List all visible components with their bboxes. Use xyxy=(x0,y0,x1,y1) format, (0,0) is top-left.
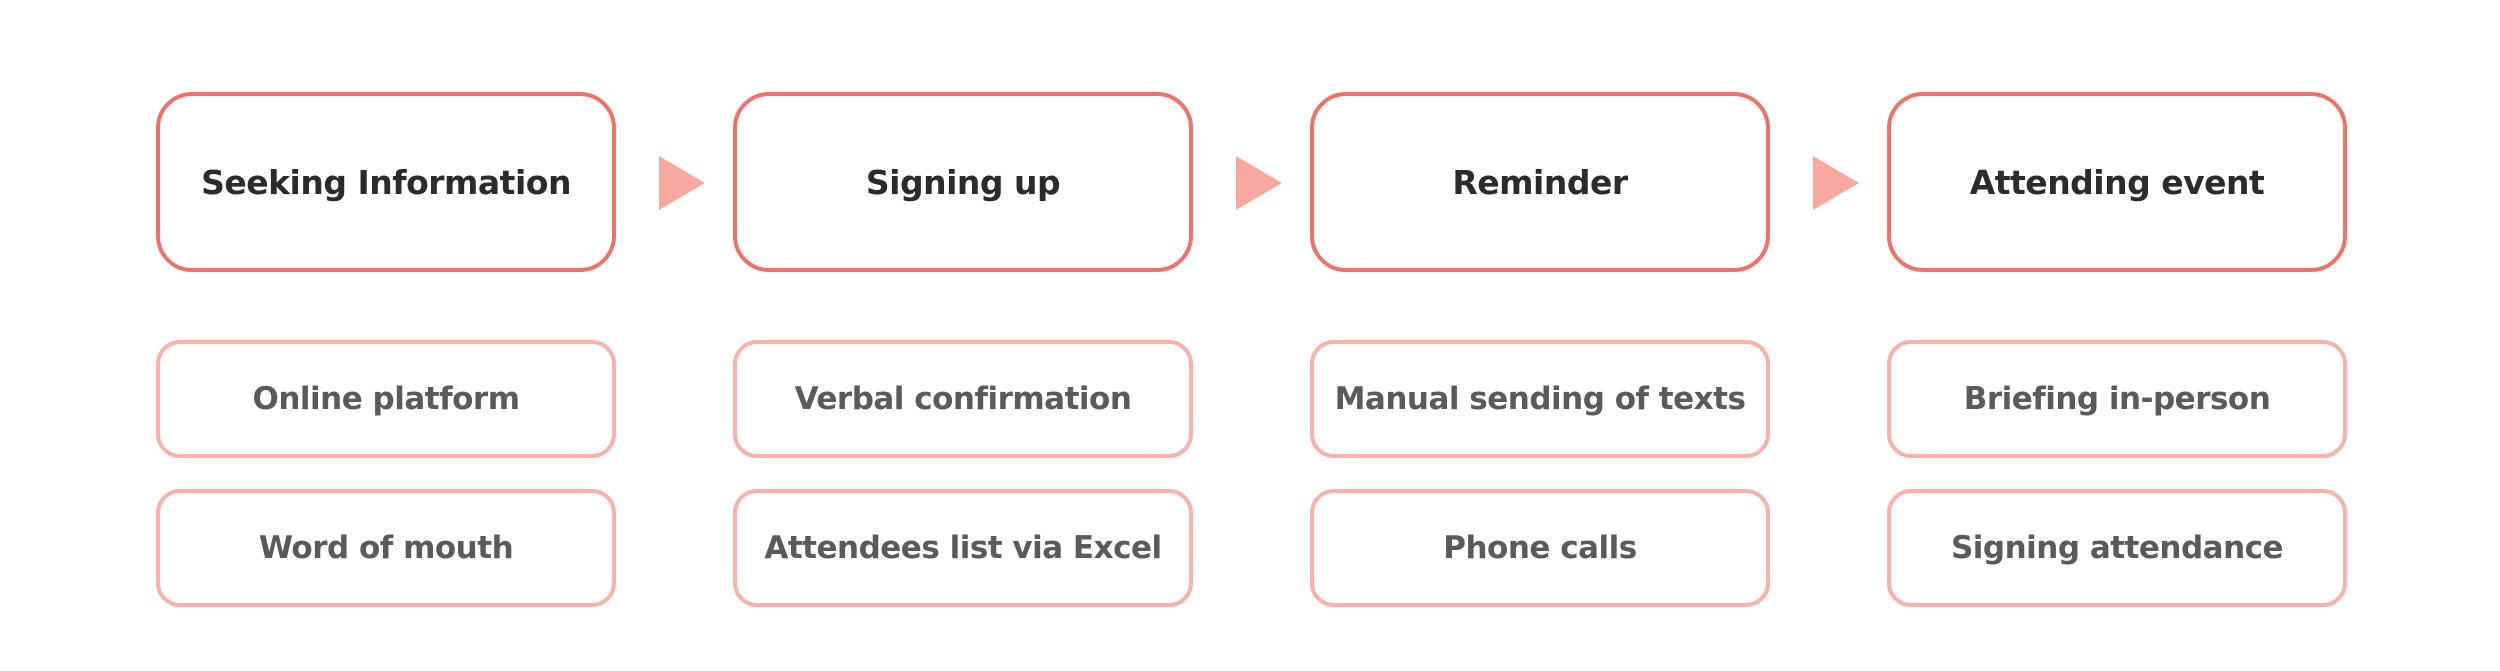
stage-title: Reminder xyxy=(1452,162,1628,202)
detail-text: Online platform xyxy=(252,381,521,417)
detail-text: Attendees list via Excel xyxy=(764,530,1162,566)
detail-text: Briefing in-person xyxy=(1963,381,2271,417)
stage-title: Seeking Information xyxy=(201,162,571,202)
stage-attending-event: Attending event xyxy=(1887,92,2347,272)
detail-text: Manual sending of texts xyxy=(1334,381,1746,417)
detail-box: Verbal confirmation xyxy=(733,340,1193,458)
detail-box: Online platform xyxy=(156,340,616,458)
stage-reminder: Reminder xyxy=(1310,92,1770,272)
detail-box: Phone calls xyxy=(1310,489,1770,607)
detail-box: Manual sending of texts xyxy=(1310,340,1770,458)
detail-text: Phone calls xyxy=(1443,530,1637,566)
arrow-right-icon xyxy=(1813,156,1859,210)
arrow-right-icon xyxy=(659,156,705,210)
detail-box: Briefing in-person xyxy=(1887,340,2347,458)
stage-title: Attending event xyxy=(1969,162,2265,202)
stage-seeking-information: Seeking Information xyxy=(156,92,616,272)
detail-text: Word of mouth xyxy=(258,530,514,566)
arrow-right-icon xyxy=(1236,156,1282,210)
detail-box: Word of mouth xyxy=(156,489,616,607)
stage-title: Signing up xyxy=(865,162,1061,202)
detail-box: Signing attendance xyxy=(1887,489,2347,607)
detail-box: Attendees list via Excel xyxy=(733,489,1193,607)
stage-signing-up: Signing up xyxy=(733,92,1193,272)
detail-text: Signing attendance xyxy=(1950,530,2284,566)
detail-text: Verbal confirmation xyxy=(794,381,1132,417)
